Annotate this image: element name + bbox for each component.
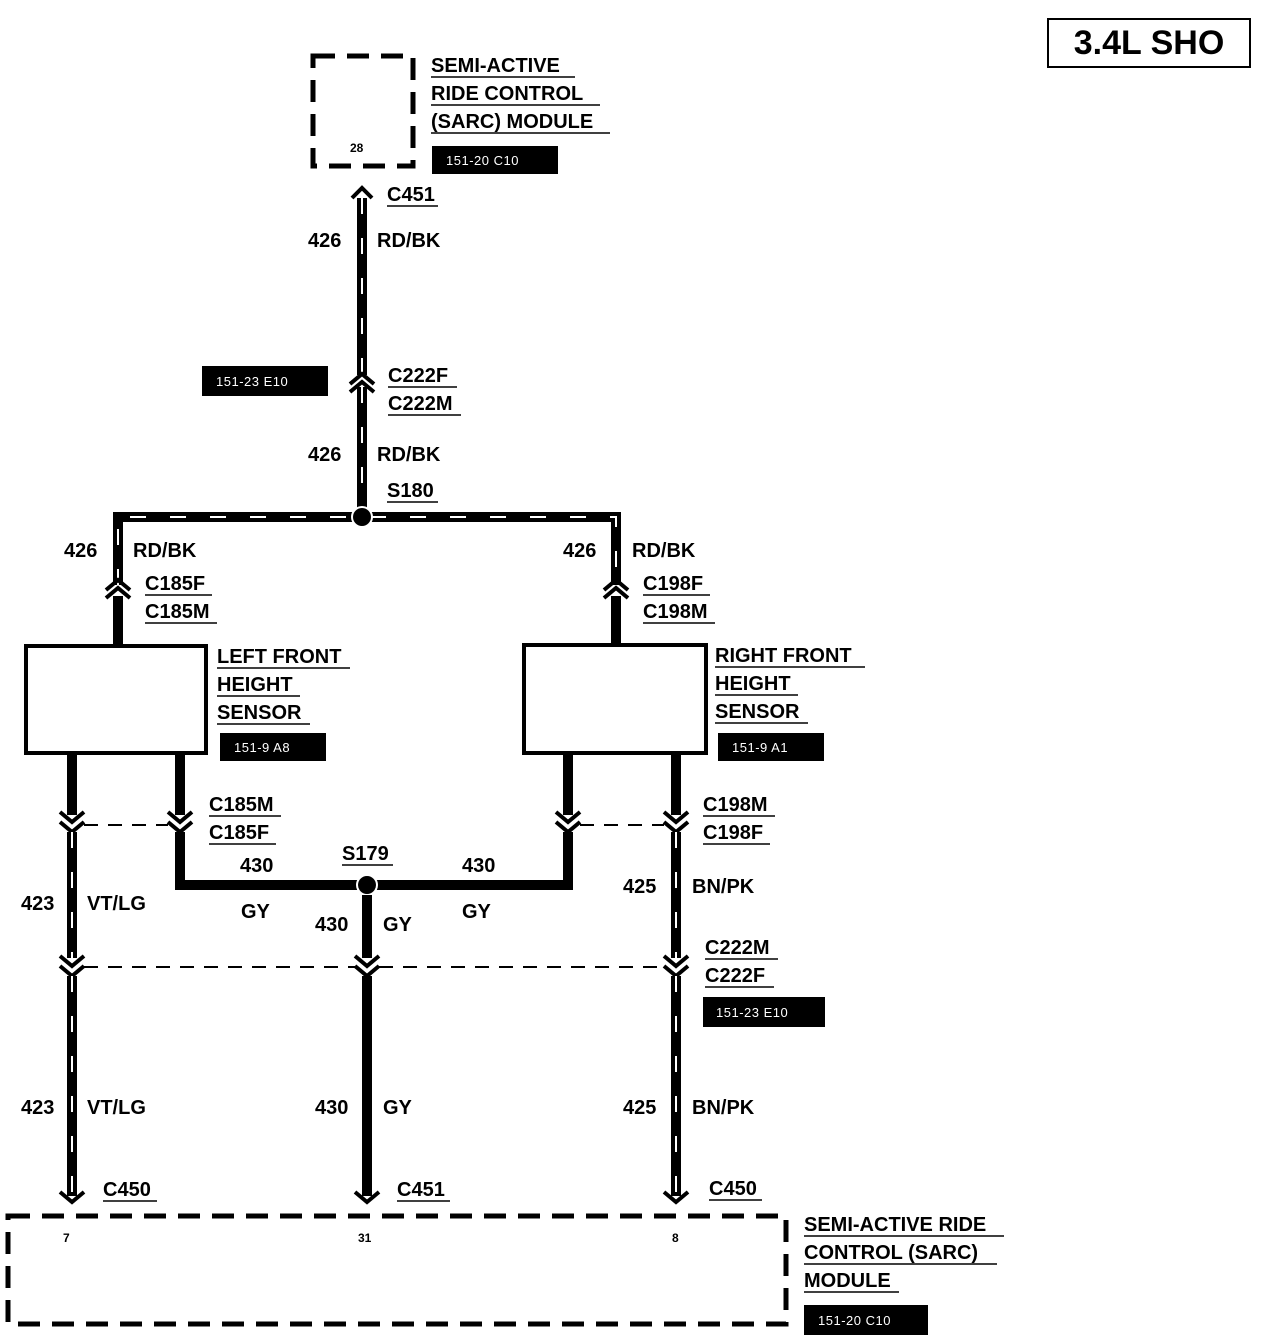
bottom-sarc-module-box [5, 1213, 789, 1327]
c222f-top-label: C222F [388, 365, 448, 387]
c222-lower-connector-icon [58, 954, 690, 979]
s179-splice-dot [356, 874, 378, 896]
svg-text:HEIGHT: HEIGHT [715, 673, 791, 695]
wire-423-a-circuit: 423 [21, 893, 54, 915]
bottom-module-pin-7: 7 [63, 1231, 70, 1245]
svg-text:MODULE: MODULE [804, 1270, 891, 1292]
module-pin-connector-icons [58, 1190, 690, 1205]
c222m-top-label: C222M [388, 393, 452, 415]
c198m-lower-label: C198M [703, 794, 767, 816]
svg-text:RIDE CONTROL: RIDE CONTROL [431, 83, 583, 105]
c222m-lower-label: C222M [705, 937, 769, 959]
wire-430-right-color: GY [462, 901, 492, 923]
c185-lower-connector-icon [58, 810, 194, 835]
bottom-module-pin-31: 31 [358, 1231, 372, 1245]
c198f-upper-label: C198F [643, 573, 703, 595]
wire-430-left-circuit: 430 [240, 855, 273, 877]
c198f-lower-label: C198F [703, 822, 763, 844]
svg-text:HEIGHT: HEIGHT [217, 674, 293, 696]
c222-top-ref: 151-23 E10 [216, 374, 288, 389]
c185f-lower-label: C185F [209, 822, 269, 844]
c450-right-label: C450 [709, 1178, 757, 1200]
wire-426-left-color: RD/BK [133, 540, 197, 562]
top-module-label: SEMI-ACTIVE RIDE CONTROL (SARC) MODULE [431, 55, 610, 134]
left-sensor-label: LEFT FRONT HEIGHT SENSOR [217, 646, 350, 725]
right-sensor-ref-box [718, 733, 824, 761]
engine-badge: 3.4L SHO [1047, 18, 1251, 68]
svg-text:CONTROL (SARC): CONTROL (SARC) [804, 1242, 978, 1264]
wire-426-b-color: RD/BK [377, 444, 441, 466]
wire-423-b-color: VT/LG [87, 1097, 146, 1119]
bottom-module-ref: 151-20 C10 [818, 1313, 891, 1328]
wire-425-a-color: BN/PK [692, 876, 755, 898]
wire-430-right-circuit: 430 [462, 855, 495, 877]
wire-426-right-color: RD/BK [632, 540, 696, 562]
wire-425-b-circuit: 425 [623, 1097, 656, 1119]
c198m-upper-label: C198M [643, 601, 707, 623]
wire-423-a-color: VT/LG [87, 893, 146, 915]
svg-text:RIGHT FRONT: RIGHT FRONT [715, 645, 852, 667]
c185-upper-connector-icon [104, 577, 132, 592]
c222-lower-ref: 151-23 E10 [716, 1005, 788, 1020]
wire-426-right-circuit: 426 [563, 540, 596, 562]
c222-lower-ref-box [703, 997, 825, 1027]
left-sensor-ref: 151-9 A8 [234, 740, 290, 755]
svg-text:SENSOR: SENSOR [217, 702, 302, 724]
svg-text:SEMI-ACTIVE RIDE: SEMI-ACTIVE RIDE [804, 1214, 986, 1236]
c451-top-connector-icon [350, 185, 374, 200]
svg-text:(SARC) MODULE: (SARC) MODULE [431, 111, 593, 133]
c185f-upper-label: C185F [145, 573, 205, 595]
s180-label: S180 [387, 480, 434, 502]
c198-upper-connector-icon [602, 577, 630, 592]
wire-426-a-color: RD/BK [377, 230, 441, 252]
s179-label: S179 [342, 843, 389, 865]
wire-430-mid-circuit: 430 [315, 914, 348, 936]
left-front-height-sensor-box [24, 644, 208, 755]
wire-426-b-circuit: 426 [308, 444, 341, 466]
c185m-lower-label: C185M [209, 794, 273, 816]
c450-left-label: C450 [103, 1179, 151, 1201]
c451-top-label: C451 [387, 184, 435, 206]
left-sensor-ref-box [220, 733, 326, 761]
bottom-module-pin-8: 8 [672, 1231, 679, 1245]
wire-426-a-circuit: 426 [308, 230, 341, 252]
c451-mid-label: C451 [397, 1179, 445, 1201]
wire-425-b-color: BN/PK [692, 1097, 755, 1119]
svg-text:LEFT FRONT: LEFT FRONT [217, 646, 341, 668]
top-module-ref: 151-20 C10 [446, 153, 519, 168]
wire-430-low-color: GY [383, 1097, 413, 1119]
top-module-pin: 28 [350, 141, 364, 155]
c185m-upper-label: C185M [145, 601, 209, 623]
wire-430-left-color: GY [241, 901, 271, 923]
top-module-ref-box [432, 146, 558, 174]
right-front-height-sensor-box [522, 643, 708, 755]
right-sensor-label: RIGHT FRONT HEIGHT SENSOR [715, 645, 865, 724]
right-sensor-ref: 151-9 A1 [732, 740, 788, 755]
wire-423-b-circuit: 423 [21, 1097, 54, 1119]
bottom-module-label: SEMI-ACTIVE RIDE CONTROL (SARC) MODULE [804, 1214, 1004, 1293]
c222-top-connector-icon [348, 371, 376, 386]
wire-425-a-circuit: 425 [623, 876, 656, 898]
c222-top-ref-box [202, 366, 328, 396]
svg-text:SEMI-ACTIVE: SEMI-ACTIVE [431, 55, 560, 77]
svg-text:SENSOR: SENSOR [715, 701, 800, 723]
c198-lower-connector-icon [554, 810, 690, 835]
bottom-module-ref-box [804, 1305, 928, 1335]
top-sarc-module-box [310, 53, 416, 169]
c222f-lower-label: C222F [705, 965, 765, 987]
wire-430-mid-color: GY [383, 914, 413, 936]
wire-430-low-circuit: 430 [315, 1097, 348, 1119]
wire-426-left-circuit: 426 [64, 540, 97, 562]
s180-splice-dot [351, 506, 373, 528]
